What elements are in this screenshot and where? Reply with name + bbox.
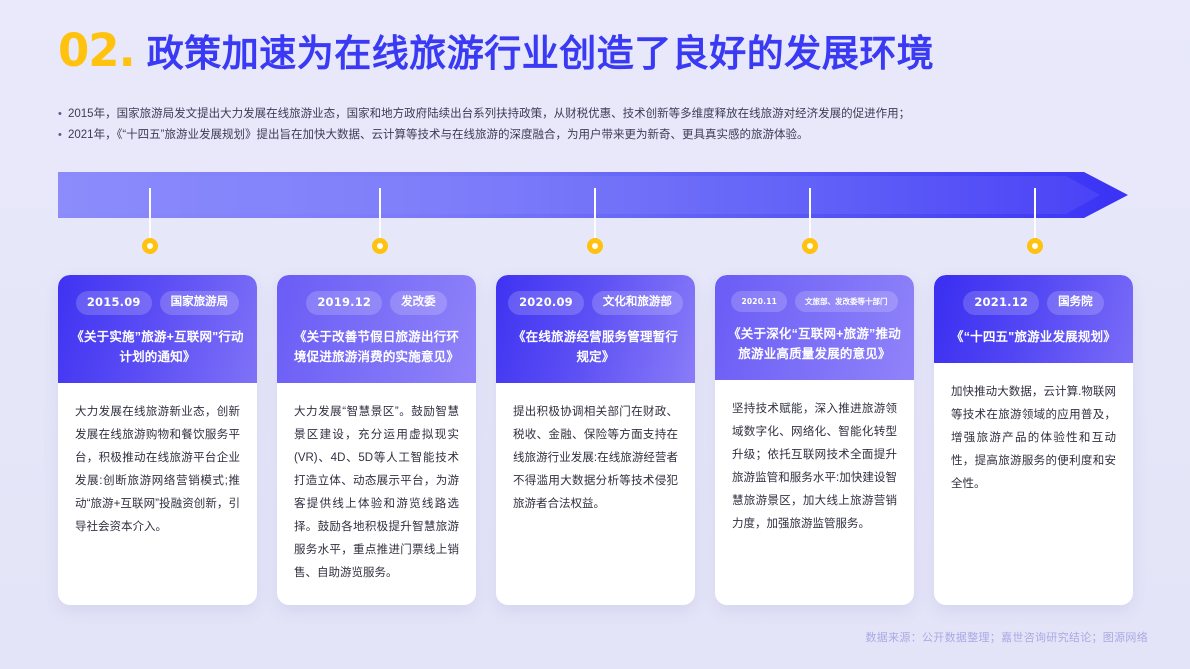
policy-card-badges: 2020.09 文化和旅游部: [508, 291, 683, 315]
connector-dot-icon: [1027, 238, 1043, 254]
policy-title: 《“十四五"旅游业发展规划》: [951, 329, 1116, 344]
section-number: 02.: [58, 24, 136, 77]
policy-card[interactable]: 2015.09 国家旅游局 《关于实施”旅游+互联网"行动计划的通知》 大力发展…: [58, 275, 257, 605]
policy-card-badges: 2015.09 国家旅游局: [70, 291, 245, 315]
policy-card-header: 2020.09 文化和旅游部 《在线旅游经营服务管理暂行规定》: [496, 275, 695, 383]
policy-body: 加快推动大数据，云计算.物联网等技术在旅游领域的应用普及，增强旅游产品的体验性和…: [951, 385, 1116, 490]
policy-date-badge: 2020.09: [508, 291, 584, 315]
source-note: 数据来源：公开数据整理；嘉世咨询研究结论；图源网络: [865, 632, 1148, 644]
timeline-arrow-inner: [58, 176, 1128, 214]
connector-dot-icon: [142, 238, 158, 254]
policy-issuer-badge: 发改委: [390, 291, 447, 315]
policy-card-header: 2019.12 发改委 《关于改善节假日旅游出行环境促进旅游消费的实施意见》: [277, 275, 476, 383]
policy-card-badges: 2020.11 文旅部、发改委等十部门: [727, 291, 902, 312]
policy-card[interactable]: 2020.09 文化和旅游部 《在线旅游经营服务管理暂行规定》 提出积极协调相关…: [496, 275, 695, 605]
policy-date-badge: 2015.09: [75, 291, 152, 315]
policy-card-badges: 2021.12 国务院: [946, 291, 1121, 315]
connector-dot-icon: [587, 238, 603, 254]
policy-card[interactable]: 2020.11 文旅部、发改委等十部门 《关于深化“互联网+旅游”推动旅游业高质…: [715, 275, 914, 605]
bullet-text: 2021年，《“十四五”旅游业发展规划》提出旨在加快大数据、云计算等技术与在线旅…: [68, 129, 809, 141]
bullet-item: • 2021年，《“十四五”旅游业发展规划》提出旨在加快大数据、云计算等技术与在…: [58, 125, 1148, 146]
section-title: 政策加速为在线旅游行业创造了良好的发展环境: [146, 33, 935, 74]
connector-dot-icon: [802, 238, 818, 254]
connector-dot-icon: [372, 238, 388, 254]
policy-card[interactable]: 2019.12 发改委 《关于改善节假日旅游出行环境促进旅游消费的实施意见》 大…: [277, 275, 476, 605]
policy-date-badge: 2019.12: [306, 291, 383, 315]
timeline-arrow: [58, 172, 1128, 218]
policy-title: 《关于深化“互联网+旅游”推动旅游业高质量发展的意见》: [728, 327, 901, 361]
page-title: 02. 政策加速为在线旅游行业创造了良好的发展环境: [58, 28, 934, 73]
policy-issuer-badge: 国家旅游局: [159, 291, 240, 315]
policy-date-badge: 2020.11: [731, 291, 788, 312]
policy-date-badge: 2021.12: [963, 291, 1040, 315]
policy-title: 《关于改善节假日旅游出行环境促进旅游消费的实施意见》: [293, 329, 460, 364]
policy-body: 坚持技术赋能，深入推进旅游领域数字化、网络化、智能化转型升级；依托互联网技术全面…: [732, 403, 897, 530]
policy-title: 《关于实施”旅游+互联网"行动计划的通知》: [71, 329, 244, 364]
policy-body: 大力发展“智慧景区”。鼓励智慧景区建设，充分运用虚拟现实(VR)、4D、5D等人…: [294, 405, 459, 579]
policy-card-header: 2015.09 国家旅游局 《关于实施”旅游+互联网"行动计划的通知》: [58, 275, 257, 383]
policy-issuer-badge: 文旅部、发改委等十部门: [795, 291, 898, 312]
bullet-text: 2015年，国家旅游局发文提出大力发展在线旅游业态，国家和地方政府陆续出台系列扶…: [68, 108, 911, 120]
bullet-item: • 2015年，国家旅游局发文提出大力发展在线旅游业态，国家和地方政府陆续出台系…: [58, 104, 1148, 125]
policy-card[interactable]: 2021.12 国务院 《“十四五"旅游业发展规划》 加快推动大数据，云计算.物…: [934, 275, 1133, 605]
policy-title: 《在线旅游经营服务管理暂行规定》: [512, 329, 679, 364]
bullet-marker-icon: •: [58, 129, 62, 141]
policy-body: 大力发展在线旅游新业态，创新发展在线旅游购物和餐饮服务平台，积极推动在线旅游平台…: [75, 405, 240, 533]
policy-card-badges: 2019.12 发改委: [289, 291, 464, 315]
policy-card-list: 2015.09 国家旅游局 《关于实施”旅游+互联网"行动计划的通知》 大力发展…: [58, 275, 1133, 605]
policy-body: 提出积极协调相关部门在财政、税收、金融、保险等方面支持在线旅游行业发展:在线旅游…: [513, 405, 678, 510]
policy-issuer-badge: 文化和旅游部: [591, 291, 683, 315]
policy-card-header: 2021.12 国务院 《“十四五"旅游业发展规划》: [934, 275, 1133, 363]
bullet-list: • 2015年，国家旅游局发文提出大力发展在线旅游业态，国家和地方政府陆续出台系…: [58, 104, 1148, 146]
policy-issuer-badge: 国务院: [1047, 291, 1104, 315]
bullet-marker-icon: •: [58, 108, 62, 120]
policy-card-header: 2020.11 文旅部、发改委等十部门 《关于深化“互联网+旅游”推动旅游业高质…: [715, 275, 914, 380]
